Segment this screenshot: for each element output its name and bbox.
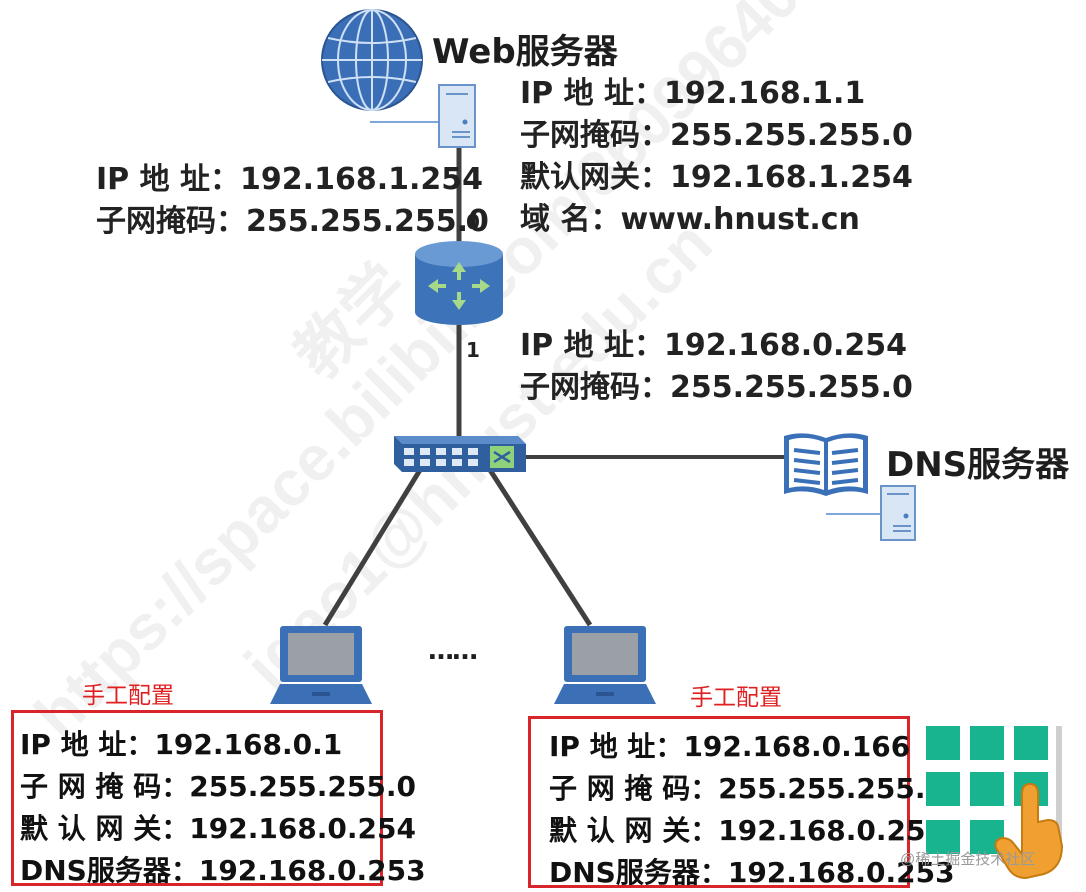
web-gateway-label: 默认网关： bbox=[520, 160, 670, 195]
router-lower-ip-label: IP 地 址： bbox=[520, 328, 665, 363]
pc-left-mask-label: 子 网 掩 码： bbox=[20, 770, 190, 803]
pc-right-config-label: 手工配置 bbox=[690, 685, 782, 711]
pc-right-ip-label: IP 地 址： bbox=[549, 730, 684, 763]
dns-book-icon bbox=[784, 433, 868, 496]
link-switch-pc-right bbox=[487, 468, 593, 627]
web-domain-label: 域 名： bbox=[520, 202, 621, 237]
pc-left-ip-value: 192.168.0.1 bbox=[154, 728, 343, 761]
pc-right-mask-label: 子 网 掩 码： bbox=[549, 772, 719, 805]
web-mask-row: 子网掩码：255.255.255.0 bbox=[520, 116, 913, 156]
pc-left-mask-row: 子 网 掩 码：255.255.255.0 bbox=[20, 765, 416, 805]
pc-left-config-box: IP 地 址：192.168.0.1 子 网 掩 码：255.255.255.0… bbox=[11, 710, 426, 887]
web-server-title: Web服务器 bbox=[432, 32, 618, 72]
router-lower-mask-label: 子网掩码： bbox=[520, 370, 670, 405]
pc-right-dns-label: DNS服务器： bbox=[549, 856, 728, 889]
ellipsis: …… bbox=[428, 636, 478, 666]
pc-right-gateway-row: 默 认 网 关：192.168.0.254 bbox=[549, 809, 945, 849]
router-upper-ip-row: IP 地 址：192.168.1.254 bbox=[96, 160, 483, 200]
pc-left-dns-row: DNS服务器：192.168.0.253 bbox=[20, 849, 426, 889]
pc-right-mask-row: 子 网 掩 码：255.255.255.0 bbox=[549, 767, 945, 807]
router-upper-mask-label: 子网掩码： bbox=[96, 204, 246, 239]
pc-right-gateway-label: 默 认 网 关： bbox=[549, 814, 719, 847]
pc-right-mask-value: 255.255.255.0 bbox=[718, 772, 945, 805]
router-upper-mask-row: 子网掩码：255.255.255.0 bbox=[96, 202, 489, 242]
pc-left-gateway-label: 默 认 网 关： bbox=[20, 812, 190, 845]
pc-left-gateway-value: 192.168.0.254 bbox=[189, 812, 416, 845]
pc-right-config-box: IP 地 址：192.168.0.166 子 网 掩 码：255.255.255… bbox=[528, 716, 955, 889]
router-lower-mask-value: 255.255.255.0 bbox=[670, 370, 913, 405]
router-port-0: 0 bbox=[466, 210, 480, 234]
laptop-right-icon bbox=[554, 626, 656, 704]
manual-config-grid-icon bbox=[926, 726, 1064, 880]
web-ip-label: IP 地 址： bbox=[520, 76, 665, 111]
web-gateway-value: 192.168.1.254 bbox=[670, 160, 913, 195]
pc-left-dns-label: DNS服务器： bbox=[20, 854, 199, 887]
pc-left-gateway-row: 默 认 网 关：192.168.0.254 bbox=[20, 807, 416, 847]
web-ip-row: IP 地 址：192.168.1.1 bbox=[520, 74, 865, 114]
link-switch-pc-left bbox=[322, 468, 423, 627]
router-upper-ip-value: 192.168.1.254 bbox=[240, 162, 483, 197]
router-lower-mask-row: 子网掩码：255.255.255.0 bbox=[520, 368, 913, 408]
web-domain-value: www.hnust.cn bbox=[620, 202, 860, 237]
web-domain-row: 域 名：www.hnust.cn bbox=[520, 200, 860, 240]
globe-icon bbox=[321, 9, 423, 111]
router-upper-ip-label: IP 地 址： bbox=[96, 162, 241, 197]
laptop-left-icon bbox=[270, 626, 372, 704]
pc-left-mask-value: 255.255.255.0 bbox=[189, 770, 416, 803]
pc-right-ip-value: 192.168.0.166 bbox=[683, 730, 911, 763]
dns-server-title: DNS服务器 bbox=[886, 445, 1070, 485]
pc-right-ip-row: IP 地 址：192.168.0.166 bbox=[549, 725, 910, 765]
router-icon bbox=[415, 241, 503, 325]
web-server-icon bbox=[370, 84, 476, 148]
pc-left-config-label: 手工配置 bbox=[82, 683, 174, 709]
router-lower-ip-row: IP 地 址：192.168.0.254 bbox=[520, 326, 907, 366]
router-lower-ip-value: 192.168.0.254 bbox=[664, 328, 907, 363]
switch-icon bbox=[394, 436, 526, 472]
web-mask-label: 子网掩码： bbox=[520, 118, 670, 153]
router-port-1: 1 bbox=[466, 338, 480, 362]
pc-right-dns-row: DNS服务器：192.168.0.253 bbox=[549, 851, 955, 891]
pc-left-dns-value: 192.168.0.253 bbox=[198, 854, 426, 887]
router-upper-mask-value: 255.255.255.0 bbox=[246, 204, 489, 239]
credit-text: @稀土掘金技术社区 bbox=[900, 851, 1036, 868]
pc-left-ip-label: IP 地 址： bbox=[20, 728, 155, 761]
dns-server-icon bbox=[826, 485, 916, 541]
pc-left-ip-row: IP 地 址：192.168.0.1 bbox=[20, 723, 342, 763]
pc-right-gateway-value: 192.168.0.254 bbox=[718, 814, 945, 847]
web-mask-value: 255.255.255.0 bbox=[670, 118, 913, 153]
web-ip-value: 192.168.1.1 bbox=[664, 76, 866, 111]
web-gateway-row: 默认网关：192.168.1.254 bbox=[520, 158, 913, 198]
pc-right-dns-value: 192.168.0.253 bbox=[727, 856, 955, 889]
